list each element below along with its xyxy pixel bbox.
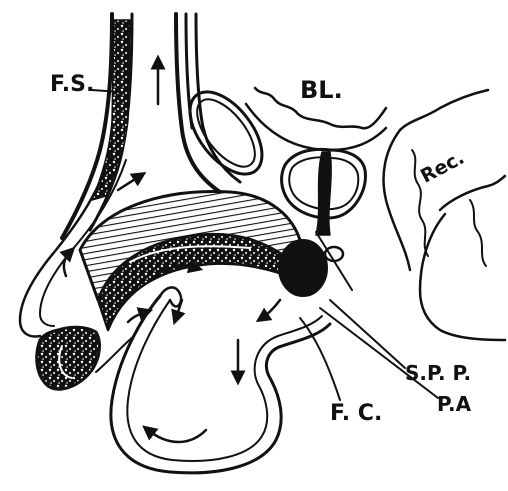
rectum [384, 90, 505, 340]
label-fs: F.S. [50, 74, 94, 96]
glans [37, 327, 100, 389]
spermatic-cord [62, 14, 132, 238]
scrotal-sac [111, 287, 330, 472]
penile-shaft [80, 192, 300, 330]
label-bl: BL. [300, 78, 343, 102]
label-spp: S.P. P. [405, 363, 471, 383]
label-fc: F. C. [330, 403, 382, 425]
prostate [282, 149, 366, 235]
label-pa: P.A [437, 394, 471, 414]
bulb [279, 240, 327, 296]
